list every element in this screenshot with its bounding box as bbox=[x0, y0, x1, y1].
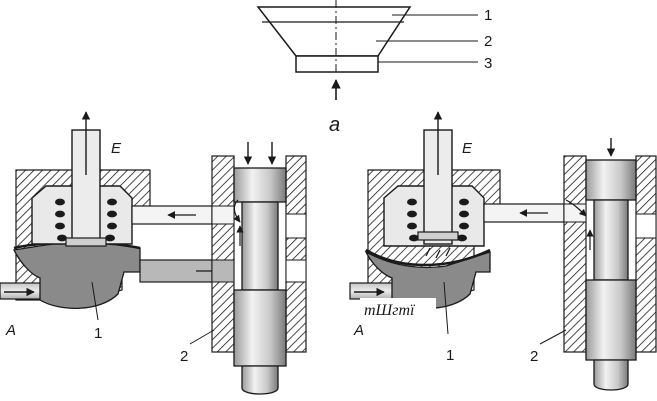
panel-letter: a bbox=[329, 114, 340, 136]
right-diaphragm bbox=[365, 248, 491, 267]
right-label-2: 2 bbox=[530, 348, 538, 365]
scan-artifact-text: тШгmї bbox=[364, 302, 416, 319]
top-schematic: 1 2 3 a bbox=[256, 0, 492, 136]
left-label-2: 2 bbox=[180, 348, 188, 365]
left-valve: E A 1 2 bbox=[0, 111, 307, 395]
top-label-3: 3 bbox=[484, 55, 492, 72]
right-plunger-head bbox=[585, 159, 637, 201]
left-plunger-stem bbox=[241, 201, 279, 291]
left-pilot-wall-right bbox=[285, 155, 307, 353]
left-exit-label: E bbox=[111, 140, 122, 157]
cone-shape bbox=[256, 6, 412, 57]
right-exit-tube bbox=[423, 129, 453, 245]
left-plunger-body bbox=[233, 289, 287, 367]
left-spring bbox=[55, 198, 117, 242]
base-block bbox=[295, 55, 379, 73]
left-inlet-label: A bbox=[5, 322, 16, 339]
right-spring bbox=[407, 198, 469, 242]
top-label-2: 2 bbox=[484, 33, 492, 50]
left-pilot-wall-left bbox=[211, 155, 235, 353]
left-plunger-head bbox=[233, 167, 287, 203]
right-plunger-body bbox=[585, 279, 637, 361]
right-pilot-wall-right bbox=[635, 155, 657, 353]
left-label-1: 1 bbox=[94, 325, 102, 342]
right-plunger-stem bbox=[593, 199, 629, 281]
right-label-1: 1 bbox=[446, 347, 454, 364]
right-fluid-chamber bbox=[364, 250, 491, 309]
top-label-1: 1 bbox=[484, 7, 492, 24]
right-exit-label: E bbox=[462, 140, 473, 157]
right-pilot-wall-left bbox=[563, 155, 587, 353]
right-valve: E A 1 2 тШгmї bbox=[349, 111, 657, 391]
right-inlet-label: A bbox=[353, 322, 364, 339]
